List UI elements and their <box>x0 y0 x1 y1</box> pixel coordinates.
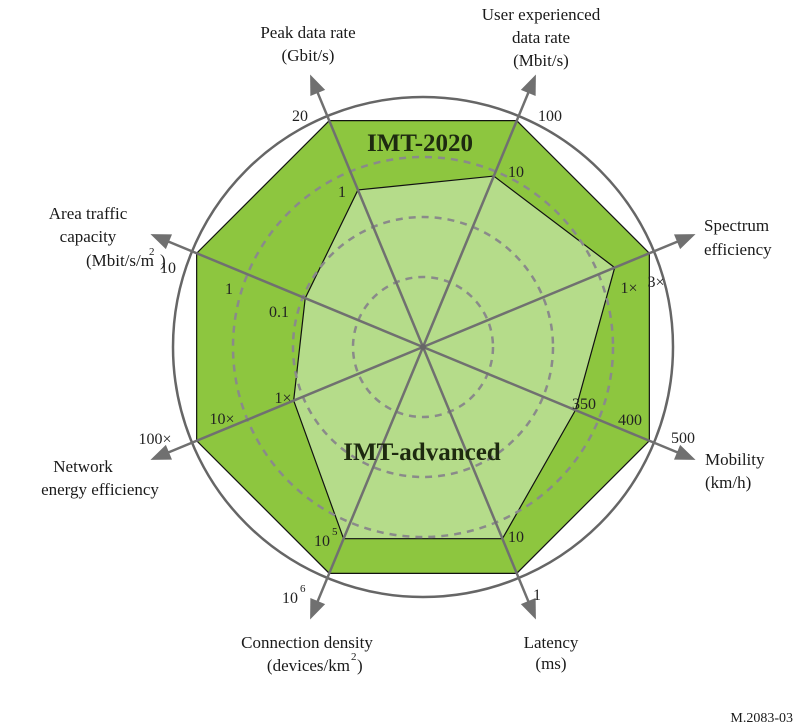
tick-connection-10b: 10 <box>314 533 330 550</box>
axis-name-energy: Network <box>53 457 113 476</box>
series-label-imt2020: IMT-2020 <box>367 130 473 157</box>
axis-unit-peak-data-rate: (Gbit/s) <box>282 46 335 65</box>
tick-latency-10: 10 <box>508 529 524 546</box>
axis-name-connection-density: Connection density <box>241 633 373 652</box>
axis-unit-area-sup: 2 <box>149 246 155 258</box>
tick-energy-10x: 10× <box>209 411 234 428</box>
axis-unit-user-experienced: (Mbit/s) <box>513 51 569 70</box>
grid-circle-1 <box>351 275 495 419</box>
grid-circle-2 <box>291 215 555 479</box>
axis-arrow-icon-4 <box>520 598 536 620</box>
axis-name-peak-data-rate: Peak data rate <box>260 23 355 42</box>
tick-area-1: 1 <box>225 281 233 298</box>
tick-energy-100x: 100× <box>138 431 171 448</box>
tick-spectrum-1x: 1× <box>620 280 637 297</box>
grid-circle-3 <box>231 155 615 539</box>
axis-unit-area-paren: ) <box>160 251 166 270</box>
axis-unit-area-traffic: (Mbit/s/m <box>86 251 154 270</box>
tick-mobility-500: 500 <box>671 430 695 447</box>
axis-line-4 <box>421 346 532 607</box>
axis-name-spectrum: Spectrum <box>704 216 769 235</box>
axis-unit-mobility: (km/h) <box>705 473 751 492</box>
axis-name-latency: Latency <box>524 633 579 652</box>
tick-peak-1: 1 <box>338 184 346 201</box>
axis-arrow-icon-3 <box>674 444 696 460</box>
axis-line-3 <box>422 345 683 456</box>
tick-connection-exp6: 6 <box>300 583 306 595</box>
axis-name-mobility: Mobility <box>705 450 765 469</box>
outer-circle <box>171 95 675 599</box>
axis-arrow-icon-7 <box>150 234 172 250</box>
axis-unit-connection-density: (devices/km <box>267 656 350 675</box>
axis-line-1 <box>421 87 532 348</box>
tick-mobility-400: 400 <box>618 412 642 429</box>
axis-name-spectrum-2: efficiency <box>704 240 772 259</box>
tick-user-10: 10 <box>508 164 524 181</box>
axis-unit-sup: 2 <box>351 651 357 663</box>
axis-arrow-icon-0 <box>310 74 326 96</box>
axis-line-0 <box>314 87 425 348</box>
tick-spectrum-3x: 3× <box>647 274 664 291</box>
axis-name-energy-2: energy efficiency <box>41 480 159 499</box>
series-label-imt-advanced: IMT-advanced <box>343 439 501 466</box>
tick-area-10: 10 <box>160 260 176 277</box>
axis-name-area-traffic: Area traffic <box>49 204 128 223</box>
tick-area-0.1: 0.1 <box>269 304 289 321</box>
tick-mobility-350: 350 <box>572 396 596 413</box>
center-dot <box>420 344 426 350</box>
tick-latency-1: 1 <box>533 587 541 604</box>
axis-line-7 <box>163 238 424 349</box>
axis-name-user-experienced: User experienced <box>482 5 601 24</box>
tick-connection-exp5: 5 <box>332 526 338 538</box>
axis-arrow-icon-5 <box>310 598 326 620</box>
tick-energy-1x: 1× <box>274 390 291 407</box>
axis-arrow-icon-2 <box>674 234 696 250</box>
tick-connection-10: 10 <box>282 590 298 607</box>
axis-name-user-experienced-2: data rate <box>512 28 570 47</box>
axis-unit-latency: (ms) <box>535 654 566 673</box>
axis-unit-paren: ) <box>357 656 363 675</box>
axis-arrow-icon-1 <box>520 74 536 96</box>
tick-peak-20: 20 <box>292 108 308 125</box>
axis-line-2 <box>422 238 683 349</box>
axis-name-area-traffic-2: capacity <box>60 227 117 246</box>
axis-arrow-icon-6 <box>150 444 172 460</box>
axis-line-5 <box>314 346 425 607</box>
tick-user-100: 100 <box>538 108 562 125</box>
figure-id: M.2083-03 <box>730 711 793 726</box>
